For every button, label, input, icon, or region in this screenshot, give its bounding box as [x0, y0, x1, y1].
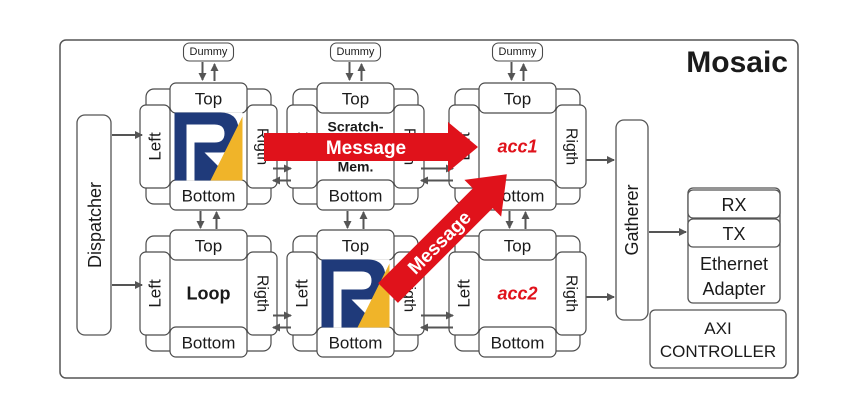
rx-block [687, 189, 781, 219]
risc-v-logo [321, 259, 390, 328]
mosaic-frame [59, 39, 799, 379]
port-left [139, 104, 171, 189]
port-left-label: Left [146, 132, 165, 161]
port-bottom-label: Bottom [182, 334, 236, 353]
axi-label-line1: AXI [704, 319, 731, 338]
dummy-node: Dummy [491, 42, 544, 62]
gatherer-block: Gatherer [615, 119, 649, 321]
dispatcher-label: Dispatcher [85, 182, 105, 268]
port-top-label: Top [342, 90, 369, 109]
rx-label: RX [721, 195, 746, 215]
port-left-label: Left [455, 279, 474, 308]
tile-center-label: acc1 [497, 137, 537, 157]
port-top [316, 82, 395, 114]
port-bottom-label: Bottom [329, 334, 383, 353]
dummy-label: Dummy [337, 46, 375, 58]
port-right-label: Rigth [563, 128, 580, 165]
message-arrow-horizontal: Message [264, 122, 478, 172]
tile-center-label: acc2 [497, 284, 537, 304]
gatherer-label: Gatherer [622, 184, 642, 255]
dummy-box [182, 42, 235, 62]
port-right [555, 251, 587, 336]
port-right [555, 104, 587, 189]
port-right-label: Rigth [563, 275, 580, 312]
port-left [139, 251, 171, 336]
dummy-label: Dummy [190, 46, 228, 58]
port-top-label: Top [504, 90, 531, 109]
tile-center-label-0: Scratch- [327, 119, 383, 135]
dummy-node: Dummy [329, 42, 382, 62]
ethernet-adapter-label-line1: Ethernet [700, 254, 768, 274]
dummy-box [491, 42, 544, 62]
axi-label-line2: CONTROLLER [660, 342, 776, 361]
port-right [246, 251, 278, 336]
port-bottom [316, 179, 395, 211]
dummy-node: Dummy [182, 42, 235, 62]
dummy-label: Dummy [499, 46, 537, 58]
port-bottom [169, 326, 248, 358]
port-top-label: Top [195, 90, 222, 109]
port-left-label: Left [146, 279, 165, 308]
port-top [169, 229, 248, 261]
port-top [478, 82, 557, 114]
risc-v-logo [174, 112, 243, 181]
tile-center-label-2: Mem. [338, 159, 374, 175]
port-right-label: Rigth [254, 275, 271, 312]
dispatcher-block: Dispatcher [76, 114, 112, 336]
dummy-box [329, 42, 382, 62]
message-label-1: Message [326, 138, 406, 159]
port-bottom-label: Bottom [491, 334, 545, 353]
tile-center-label: Loop [187, 284, 231, 304]
port-bottom-label: Bottom [182, 187, 236, 206]
port-left [286, 251, 318, 336]
mosaic-title: Mosaic [686, 46, 788, 79]
ethernet-adapter-label-line2: Adapter [702, 279, 765, 299]
port-bottom-label: Bottom [329, 187, 383, 206]
port-left [448, 251, 480, 336]
port-left-label: Left [293, 279, 312, 308]
port-top [478, 229, 557, 261]
tx-block [687, 218, 781, 248]
port-top-label: Top [504, 237, 531, 256]
port-top-label: Top [195, 237, 222, 256]
axi-controller: AXI CONTROLLER [649, 309, 787, 369]
port-bottom [478, 326, 557, 358]
ethernet-adapter: RX TX Ethernet Adapter [687, 187, 781, 304]
tx-label: TX [722, 224, 745, 244]
port-top-label: Top [342, 237, 369, 256]
